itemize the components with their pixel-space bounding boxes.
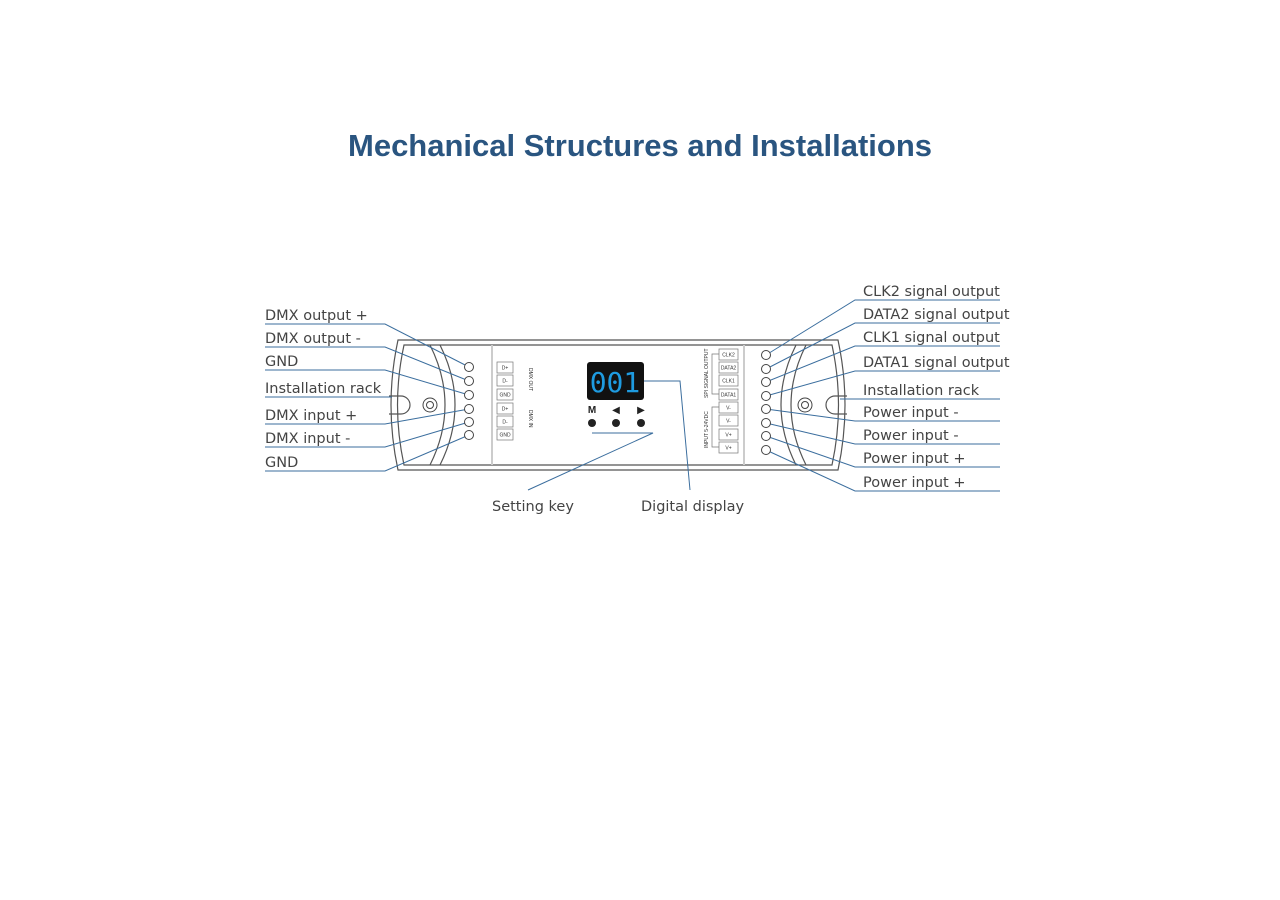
right-terminal-screw [761, 377, 771, 387]
left-label: GND [265, 354, 298, 370]
left-terminal-tag: GND [499, 433, 511, 439]
leader-line [765, 449, 1000, 492]
leader-line [265, 408, 470, 425]
left-callouts: DMX output + DMX output - GND Installation … [265, 308, 474, 472]
left-label: DMX output + [265, 308, 368, 324]
leader-line [265, 369, 470, 396]
right-terminal-screw [761, 404, 771, 414]
leader-line [765, 370, 1000, 397]
right-label: CLK1 signal output [863, 330, 1000, 346]
leader-line [765, 299, 1000, 356]
left-terminal-tag: GND [499, 393, 511, 399]
left-terminal-tags: D+ D- GND D+ D- GND [496, 361, 514, 441]
page-title: Mechanical Structures and Installations [348, 128, 932, 163]
right-terminal-screw [761, 418, 771, 428]
leader-line [265, 323, 470, 368]
left-terminal-tag: D- [502, 379, 508, 385]
right-mount-slot [825, 395, 847, 415]
leader-line [265, 434, 470, 472]
key-right-button[interactable] [637, 419, 645, 427]
leader-line [765, 322, 1000, 370]
right-terminal-tag: DATA1 [721, 393, 737, 399]
spi-group-label: SPI SIGNAL OUTPUT [704, 348, 710, 398]
right-terminal-tag: V+ [725, 433, 731, 439]
right-terminal-screw [761, 391, 771, 401]
right-terminal-screw [761, 445, 771, 455]
digital-display-leader [644, 380, 691, 491]
digital-display: 001 [587, 362, 644, 400]
right-label: DATA1 signal output [863, 355, 1010, 371]
left-label: GND [265, 455, 298, 471]
right-terminal-tag: CLK1 [722, 379, 735, 385]
leader-line [765, 408, 1000, 422]
display-value: 001 [590, 366, 641, 399]
left-terminal-tag: D- [502, 420, 508, 426]
input-group-label: INPUT 5-24VDC [704, 411, 710, 448]
right-label: Power input - [863, 428, 959, 444]
right-terminal-screw [761, 350, 771, 360]
leader-line [265, 346, 470, 382]
left-label: DMX output - [265, 331, 361, 347]
key-left-label: ◀ [612, 405, 620, 416]
left-label: DMX input - [265, 431, 350, 447]
right-label: Power input + [863, 451, 966, 467]
left-label: DMX input + [265, 408, 357, 424]
key-left-button[interactable] [612, 419, 620, 427]
left-terminal-screw [464, 430, 474, 440]
device-body [389, 339, 847, 471]
right-label: CLK2 signal output [863, 284, 1000, 300]
dmx-in-group-label: DMX IN [527, 410, 533, 428]
right-terminal-tag: CLK2 [722, 353, 735, 359]
setting-keys: M ◀ ▶ [588, 405, 645, 427]
right-label: Power input - [863, 405, 959, 421]
setting-key-leader [527, 432, 654, 491]
right-label: DATA2 signal output [863, 307, 1010, 323]
right-terminal-screw [761, 364, 771, 374]
left-terminal-screw [464, 390, 474, 400]
right-terminal-tag: V- [726, 419, 731, 425]
left-terminal-screw [464, 376, 474, 386]
right-label: Power input + [863, 475, 966, 491]
left-terminal-screw [464, 417, 474, 427]
leader-line [765, 422, 1000, 445]
key-right-label: ▶ [637, 405, 645, 416]
leader-line [765, 435, 1000, 468]
key-m-label: M [588, 405, 596, 416]
dmx-out-group-label: DMX OUT [527, 368, 533, 391]
left-terminal-tag: D+ [502, 407, 509, 413]
left-terminal-screw [464, 404, 474, 414]
leader-line [765, 345, 1000, 383]
digital-display-label: Digital display [641, 499, 745, 515]
right-terminal-tag: DATA2 [721, 366, 737, 372]
setting-key-label: Setting key [492, 499, 574, 515]
right-terminal-screw [761, 431, 771, 441]
left-label: Installation rack [265, 381, 382, 397]
right-terminal-tag: V- [726, 406, 731, 412]
key-m-button[interactable] [588, 419, 596, 427]
left-terminal-screw [464, 362, 474, 372]
left-terminal-tag: D+ [502, 366, 509, 372]
leader-line [265, 421, 470, 448]
left-mount-slot [389, 395, 411, 415]
right-terminal-tag: V+ [725, 446, 731, 452]
right-label: Installation rack [863, 383, 980, 399]
